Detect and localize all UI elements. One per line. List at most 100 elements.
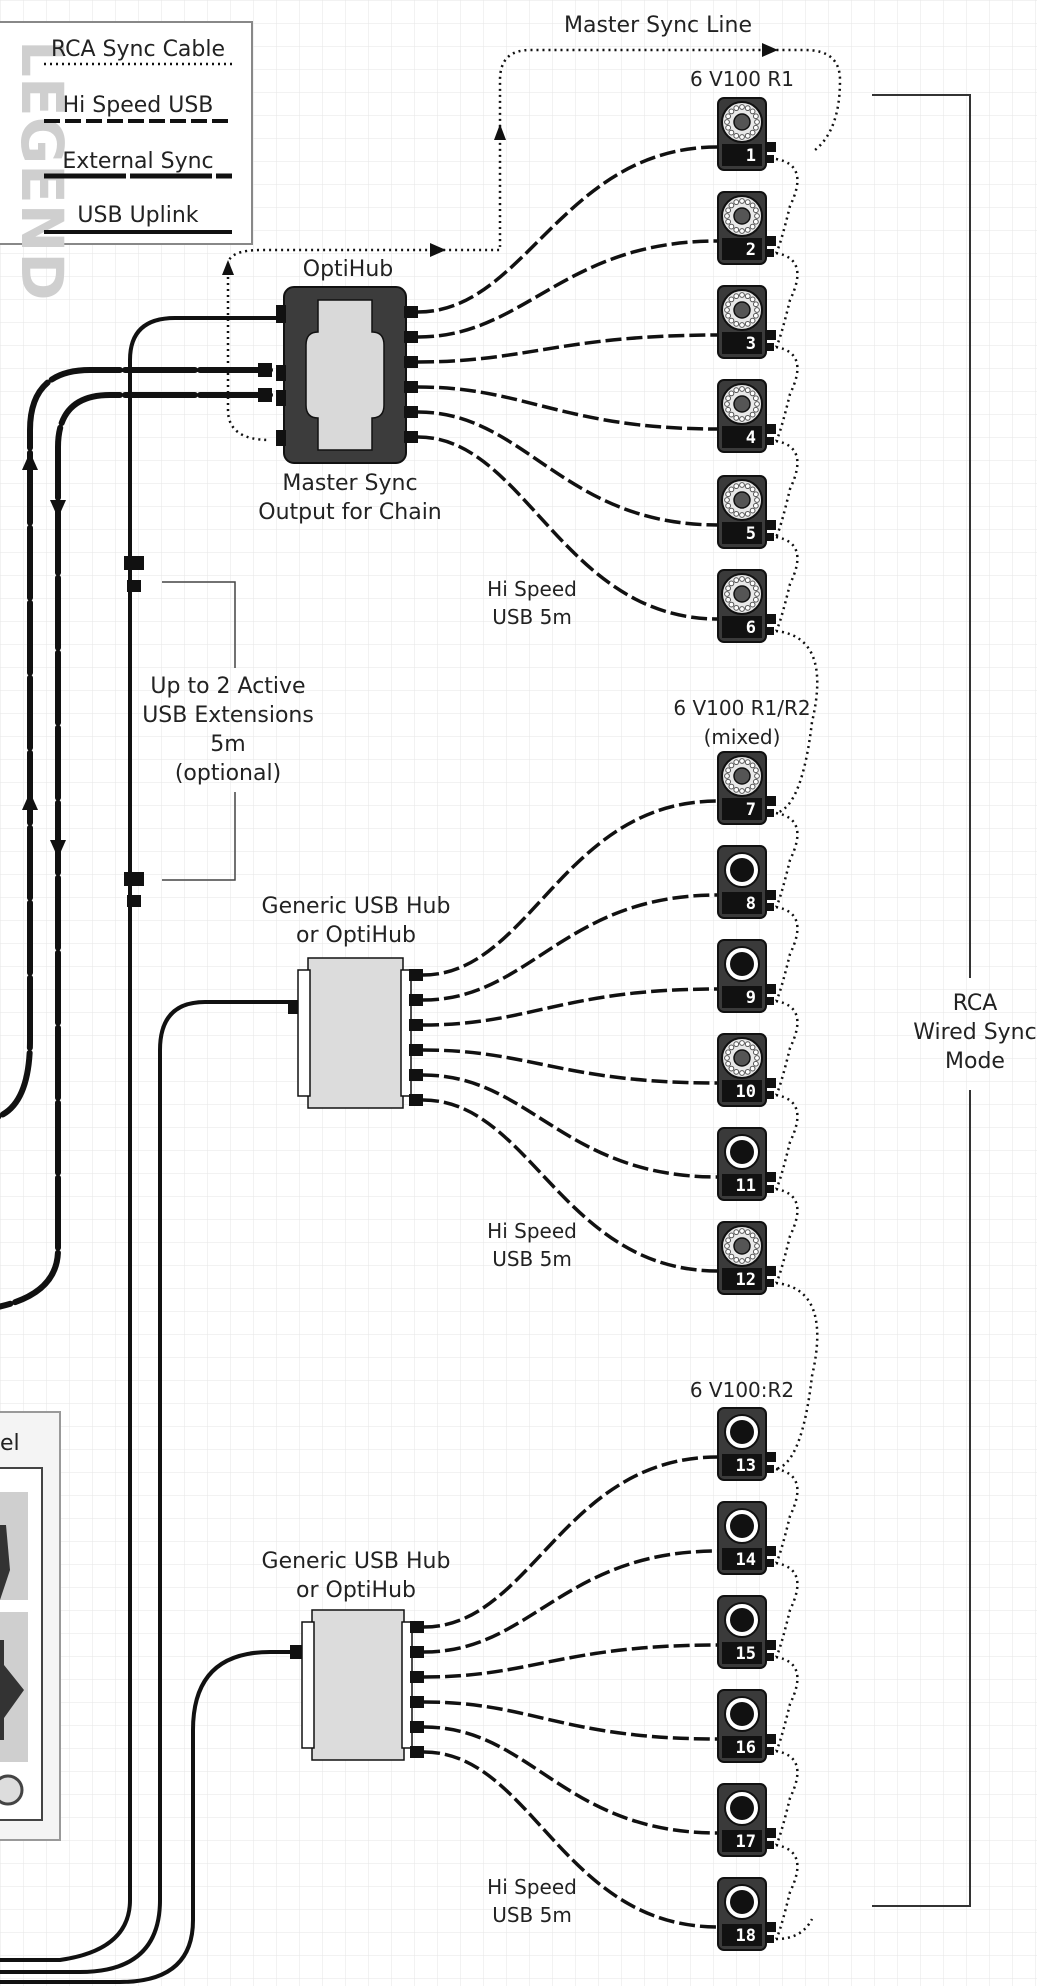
- usb-extensions-line-3: 5m: [210, 732, 245, 757]
- led-dot: [724, 401, 730, 407]
- led-dot: [749, 223, 756, 230]
- rca-sync-link: [774, 905, 799, 1002]
- led-dot: [744, 1256, 751, 1263]
- usb-hub-2: [297, 957, 412, 1109]
- uplink-hub3: [0, 1650, 298, 1984]
- hi-speed-3-line-1: Hi Speed: [487, 1875, 577, 1899]
- camera-number-plate: [722, 986, 762, 1008]
- led-dot: [752, 1060, 759, 1067]
- led-dot: [749, 507, 756, 514]
- sync-mode-bracket: [872, 94, 971, 1907]
- camera-sync-port: [766, 627, 774, 635]
- rca-sync-link: [774, 1655, 799, 1752]
- camera-2: 2: [717, 191, 776, 265]
- sync-mode-line-3: Mode: [945, 1049, 1005, 1074]
- rca-sync-link: [774, 439, 799, 538]
- uplink-plug-2: [288, 1002, 300, 1014]
- hub3-label-line-2: or OptiHub: [296, 1578, 416, 1603]
- led-dot: [724, 497, 730, 503]
- led-dot: [725, 113, 732, 120]
- legend-label-external: External Sync: [62, 149, 213, 174]
- legend-label-usb: Hi Speed USB: [63, 93, 214, 118]
- camera-sync-port: [766, 1841, 774, 1849]
- camera-number-plate: [722, 1548, 762, 1570]
- camera-number-plate: [722, 332, 762, 354]
- panel-knob: [0, 1774, 24, 1806]
- rca-sync-link: [774, 1561, 799, 1658]
- usb-cable-1: [417, 145, 719, 314]
- lens-icon: [733, 207, 751, 225]
- camera-usb-port: [766, 1734, 776, 1744]
- camera-8: 8: [717, 845, 776, 919]
- led-dot: [752, 585, 759, 592]
- camera-usb-port: [766, 142, 776, 152]
- hi-speed-usb-cables: [417, 145, 719, 1929]
- hi-speed-3-line-2: USB 5m: [492, 1903, 572, 1927]
- rca-sync-link: [774, 251, 799, 348]
- led-dot: [733, 483, 740, 490]
- usb-cable-6: [417, 435, 719, 621]
- hub-output-port: [409, 994, 423, 1006]
- led-dot: [725, 301, 732, 308]
- usb-cable-11: [422, 1073, 719, 1179]
- lens-icon: [733, 491, 751, 509]
- led-dot: [752, 124, 759, 131]
- led-dot: [728, 507, 735, 514]
- led-dot: [728, 1065, 735, 1072]
- led-dot: [728, 296, 735, 303]
- led-dot: [754, 591, 760, 597]
- led-dot: [752, 113, 759, 120]
- legend: LEGEND RCA Sync Cable Hi Speed USB Exter…: [0, 21, 253, 301]
- sync-plug-2: [258, 388, 272, 402]
- legend-label-rca: RCA Sync Cable: [51, 37, 225, 62]
- hub-output-port: [409, 969, 423, 981]
- led-dot: [754, 497, 760, 503]
- rca-sync-link: [774, 1187, 799, 1284]
- camera-usb-port: [766, 1452, 776, 1462]
- camera-sync-port: [766, 809, 774, 817]
- camera-sync-port: [766, 533, 774, 541]
- led-dot: [749, 580, 756, 587]
- camera-sync-port: [766, 1465, 774, 1473]
- led-dot: [744, 1229, 751, 1236]
- panel-shape-2: [0, 1640, 24, 1740]
- led-dot: [754, 401, 760, 407]
- camera-usb-port: [766, 1828, 776, 1838]
- led-dot: [754, 1243, 760, 1249]
- led-dot: [728, 129, 735, 136]
- camera-number-plate: [722, 1736, 762, 1758]
- optihub: OptiHub: [276, 257, 407, 464]
- uplink-plug-3: [290, 1645, 302, 1659]
- led-dot: [739, 1228, 745, 1234]
- hub-ports: [404, 306, 424, 1758]
- led-dot: [739, 228, 745, 234]
- led-dot: [739, 1040, 745, 1046]
- hub-output-port: [409, 1019, 423, 1031]
- led-dot: [744, 604, 751, 611]
- camera-7: 7: [717, 751, 776, 825]
- camera-sync-port: [766, 1747, 774, 1755]
- legend-box: [0, 21, 253, 245]
- camera-number: 12: [736, 1270, 756, 1290]
- lens-icon: [730, 1702, 754, 1726]
- uplink-hub2: [0, 1000, 298, 1974]
- camera-number: 10: [736, 1082, 756, 1102]
- led-dot: [733, 577, 740, 584]
- camera-usb-port: [766, 424, 776, 434]
- camera-sync-port: [766, 437, 774, 445]
- led-dot: [749, 1253, 756, 1260]
- camera-16: 16: [717, 1689, 776, 1763]
- led-dot: [724, 213, 730, 219]
- led-dot: [744, 414, 751, 421]
- led-dot: [744, 1068, 751, 1075]
- camera-12: 12: [717, 1221, 776, 1295]
- led-dot: [725, 502, 732, 509]
- rca-sync-link: [774, 1843, 799, 1940]
- led-dot: [725, 596, 732, 603]
- camera-13: 13: [717, 1407, 776, 1481]
- led-dot: [754, 773, 760, 779]
- lens-icon: [733, 395, 751, 413]
- camera-number: 11: [736, 1176, 756, 1196]
- rca-sync-link: [774, 999, 799, 1096]
